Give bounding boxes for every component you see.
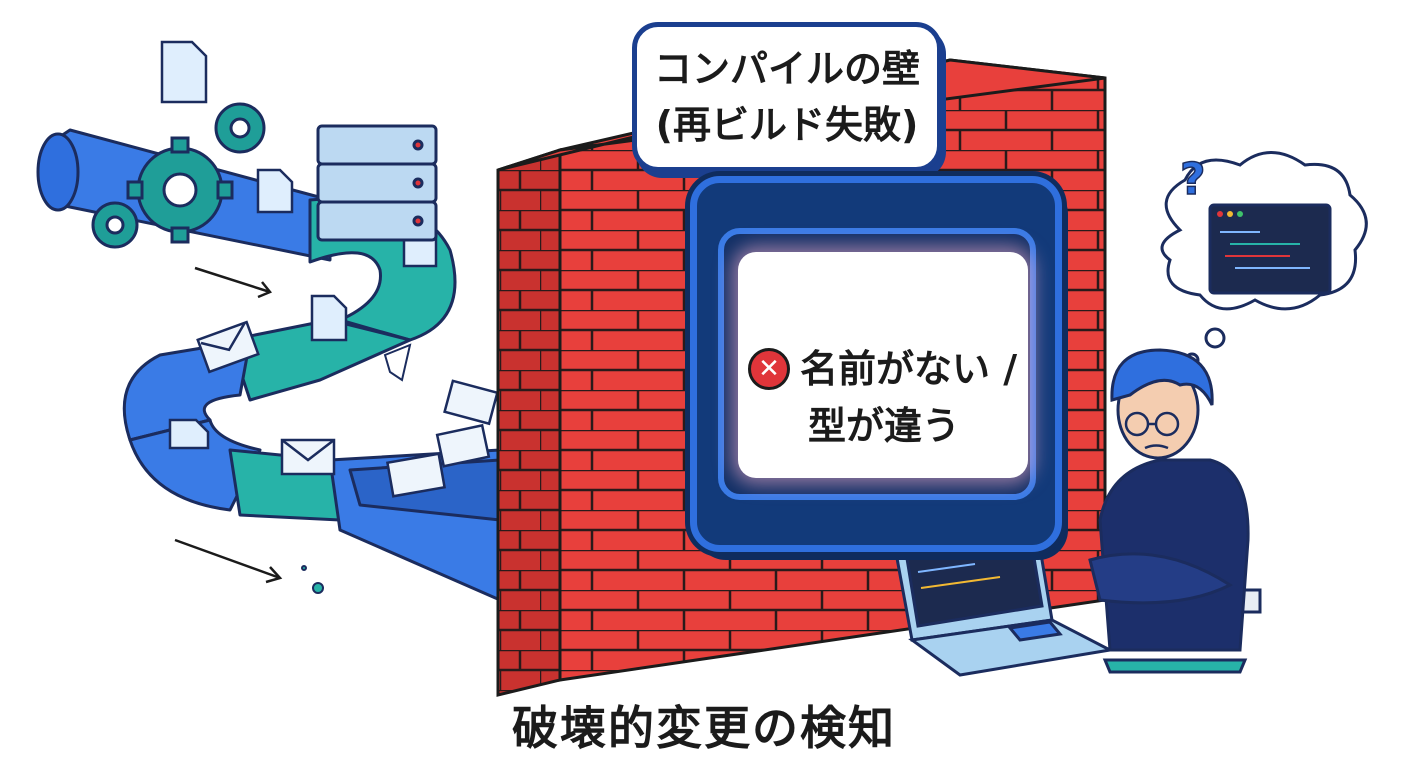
developer-figure <box>1088 348 1262 674</box>
error-message-line2: 型が違う <box>808 404 961 448</box>
caption-title: 破壊的変更の検知 <box>512 701 896 755</box>
envelope-icons <box>196 320 499 498</box>
debris <box>301 343 412 594</box>
question-mark: ? <box>1180 154 1206 205</box>
error-message-line1: 名前がない / <box>800 347 1018 391</box>
wall-sign-line1: コンパイルの壁 <box>653 47 920 91</box>
x-circle-icon: ✕ <box>748 348 790 390</box>
document-icons <box>160 40 438 450</box>
server-icon <box>316 124 438 242</box>
flow-arrows <box>174 266 283 584</box>
wall-sign-line2: (再ビルド失敗) <box>655 103 919 147</box>
gear-icons <box>91 102 266 249</box>
compile-wall-sign: コンパイルの壁 (再ビルド失敗) <box>632 22 942 172</box>
